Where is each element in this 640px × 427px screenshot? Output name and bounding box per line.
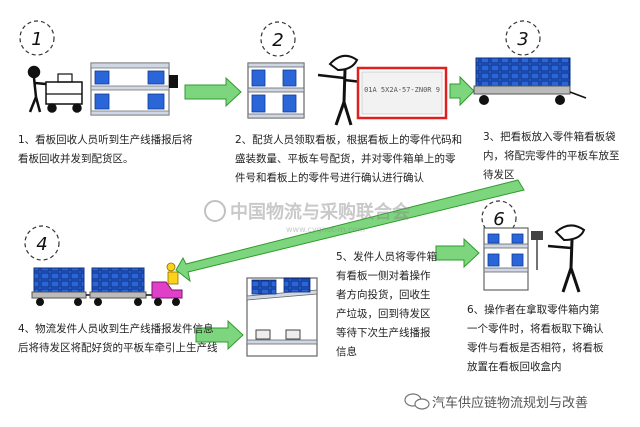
step-2-circle: 2 [260, 21, 296, 57]
step-2-rack-icon [247, 62, 305, 119]
kanban-card: 01A 5X2A-57-ZN0R 9 [356, 66, 448, 120]
step-3-number: 3 [517, 29, 528, 50]
step-6-circle: 6 [481, 200, 517, 236]
step-3-circle: 3 [505, 20, 541, 56]
footer-account-name: 汽车供应链物流规划与改善 [432, 396, 589, 411]
step-5-caption: 5、发件人员将零件箱有看板一侧对着操作者方向投货，回收生产垃圾，回到待发区等待下… [336, 251, 438, 358]
step-2-number: 2 [272, 30, 283, 51]
step-6-number: 6 [493, 209, 504, 230]
step-6-caption: 6、操作者在拿取零件箱内第一个零件时，将看板取下确认零件与看板是否相符，将看板放… [467, 304, 604, 373]
step-1-caption: 1、看板回收人员听到生产线播报后将看板回收并发到配货区。 [18, 134, 193, 165]
step-4-tugger-train-icon [31, 262, 183, 306]
watermark-url: www.cygnet-m.com [286, 225, 365, 234]
watermark-text: 中国物流与采购联合会 [230, 201, 410, 223]
step-1-rack-icon [90, 62, 178, 116]
arrow-step4-to-step5 [195, 319, 244, 351]
arrow-step2-to-step3 [449, 75, 475, 107]
step-2-caption: 2、配货人员领取看板，根据看板上的零件代码和盛装数量、平板车号配货，并对零件箱单… [235, 134, 463, 184]
step-4-caption: 4、物流发件人员收到生产线播报发件信息后将待发区将配好货的平板车牵引上生产线 [18, 323, 218, 354]
step-3-loaded-cart-icon [473, 57, 587, 105]
step-5-line-side-rack-icon [246, 277, 318, 357]
step-1-number: 1 [31, 29, 42, 50]
step-4-circle: 4 [24, 225, 60, 261]
step-6-operator-rack-icon [483, 224, 586, 293]
arrow-step1-to-step2 [184, 76, 242, 108]
step-1-person-cart-icon [27, 65, 83, 113]
arrow-step5-to-step6 [435, 237, 480, 269]
step-1-circle: 1 [19, 20, 55, 56]
step-3-caption: 3、把看板放入零件箱看板袋内，将配完零件的平板车放至待发区 [483, 131, 620, 181]
wechat-icon [404, 393, 430, 410]
kanban-card-label: 01A 5X2A-57-ZN0R 9 [364, 86, 440, 94]
step-4-number: 4 [36, 234, 47, 255]
watermark: 中国物流与采购联合会 www.cygnet-m.com [204, 200, 410, 234]
step-2-worker-icon [317, 54, 363, 126]
arrow-step3-to-step4 [175, 179, 525, 283]
